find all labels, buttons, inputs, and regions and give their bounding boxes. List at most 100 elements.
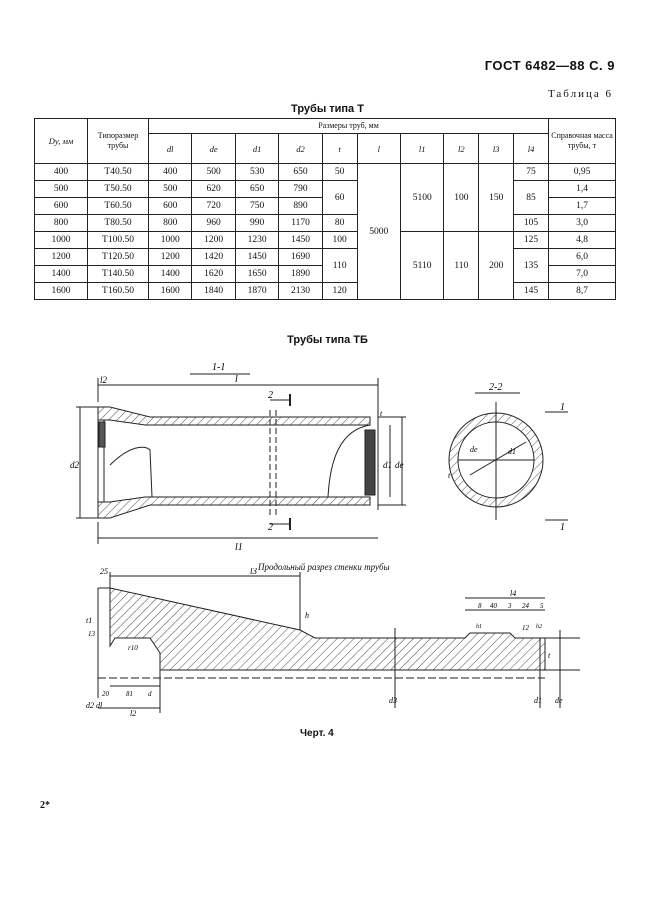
table-label: Таблица 6 xyxy=(547,88,613,100)
cell: 1870 xyxy=(234,282,280,300)
cell: 650 xyxy=(234,180,280,198)
sub-l2: l2 xyxy=(443,133,480,164)
cell: 105 xyxy=(513,214,549,232)
cell: 720 xyxy=(191,197,236,215)
cell: T120.50 xyxy=(87,248,149,266)
cell: 60 xyxy=(321,180,358,215)
dim-l2: l2 xyxy=(130,709,136,718)
dim-h1: h1 xyxy=(476,624,482,630)
cell: 600 xyxy=(34,197,88,215)
cell: 100 xyxy=(443,163,480,232)
sub-de: de xyxy=(191,133,236,164)
label-d2: d2 xyxy=(70,460,80,470)
label-t-circle: t xyxy=(448,471,451,480)
cell: 1450 xyxy=(278,231,323,249)
cell: 120 xyxy=(321,282,358,300)
wall-section-drawing: 25 l3 l4 8 40 3 24 5 12 t1 13 r10 20 81 … xyxy=(86,568,580,718)
cell: 1200 xyxy=(147,248,193,266)
cell: 50 xyxy=(321,163,358,181)
label-section-11: 1-1 xyxy=(212,362,225,373)
cell: 145 xyxy=(513,282,549,300)
cell: 790 xyxy=(278,180,323,198)
dim-d1: d1 xyxy=(534,696,542,705)
cell: 600 xyxy=(147,197,193,215)
wall-section-caption: Продольный разрез стенки трубы xyxy=(258,562,390,572)
cell: 1170 xyxy=(278,214,323,232)
pipe-drawing: 1-1 l l2 l1 d2 d1 de t 2 2 2-2 de d1 t 1… xyxy=(70,362,568,553)
cell: 7,0 xyxy=(548,265,616,283)
cell: 125 xyxy=(513,231,549,249)
cell: 150 xyxy=(478,163,515,232)
cell: 1690 xyxy=(278,248,323,266)
cell: 650 xyxy=(278,163,323,181)
label-marker-2-top: 2 xyxy=(268,390,273,401)
sub-l1: l1 xyxy=(400,133,445,164)
cell: 110 xyxy=(443,231,480,300)
dim-d: d xyxy=(148,690,152,698)
cell: 5110 xyxy=(400,231,445,300)
cell: 1890 xyxy=(278,265,323,283)
dim-13: 13 xyxy=(88,630,96,638)
label-d1: d1 xyxy=(383,460,392,470)
label-d1-circle: d1 xyxy=(508,447,516,456)
col-sizes: Размеры труб, мм xyxy=(148,118,549,134)
cell: 500 xyxy=(191,163,236,181)
cell: 5000 xyxy=(356,163,402,300)
dim-h: h xyxy=(305,611,309,620)
label-l2: l2 xyxy=(100,375,108,385)
dim-20: 20 xyxy=(102,690,110,698)
cell: T100.50 xyxy=(87,231,149,249)
cell: 100 xyxy=(321,231,358,249)
page-mark: 2* xyxy=(40,800,50,811)
label-de: de xyxy=(395,460,404,470)
sub-l4: l4 xyxy=(513,133,549,164)
cell: T40.50 xyxy=(87,163,149,181)
cell: 1000 xyxy=(147,231,193,249)
cell: 4,8 xyxy=(548,231,616,249)
cell: 530 xyxy=(234,163,280,181)
dim-d3: d3 xyxy=(389,696,397,705)
cell: 990 xyxy=(234,214,280,232)
cell: 1450 xyxy=(234,248,280,266)
cell: T60.50 xyxy=(87,197,149,215)
cell: 5100 xyxy=(400,163,445,232)
cell: T160.50 xyxy=(87,282,149,300)
cell: 1600 xyxy=(34,282,88,300)
cell: 75 xyxy=(513,163,549,181)
cell: 500 xyxy=(147,180,193,198)
col-mass: Справочная масса трубы, т xyxy=(548,118,616,164)
label-marker-2-bottom: 2 xyxy=(268,522,273,533)
sub-l: l xyxy=(356,133,402,164)
label-marker-1-top: 1 xyxy=(560,402,565,413)
cell: T50.50 xyxy=(87,180,149,198)
cell: 6,0 xyxy=(548,248,616,266)
cell: 2130 xyxy=(278,282,323,300)
dim-l4: l4 xyxy=(510,589,516,598)
dim-81: 81 xyxy=(126,690,133,698)
cell: T140.50 xyxy=(87,265,149,283)
cell: 3,0 xyxy=(548,214,616,232)
cell: 1420 xyxy=(191,248,236,266)
cell: 750 xyxy=(234,197,280,215)
dim-8: 8 xyxy=(478,602,482,610)
sub-d1: d1 xyxy=(234,133,280,164)
document-header: ГОСТ 6482—88 С. 9 xyxy=(484,58,615,73)
cell: 1650 xyxy=(234,265,280,283)
dim-h2: h2 xyxy=(536,624,542,630)
sub-t: t xyxy=(321,133,358,164)
cell: 1200 xyxy=(34,248,88,266)
sub-d2: d2 xyxy=(278,133,323,164)
table-title: Трубы типа Т xyxy=(291,103,364,115)
cell: 135 xyxy=(513,248,549,283)
label-l: l xyxy=(235,374,238,385)
cell: 1000 xyxy=(34,231,88,249)
cell: 800 xyxy=(147,214,193,232)
